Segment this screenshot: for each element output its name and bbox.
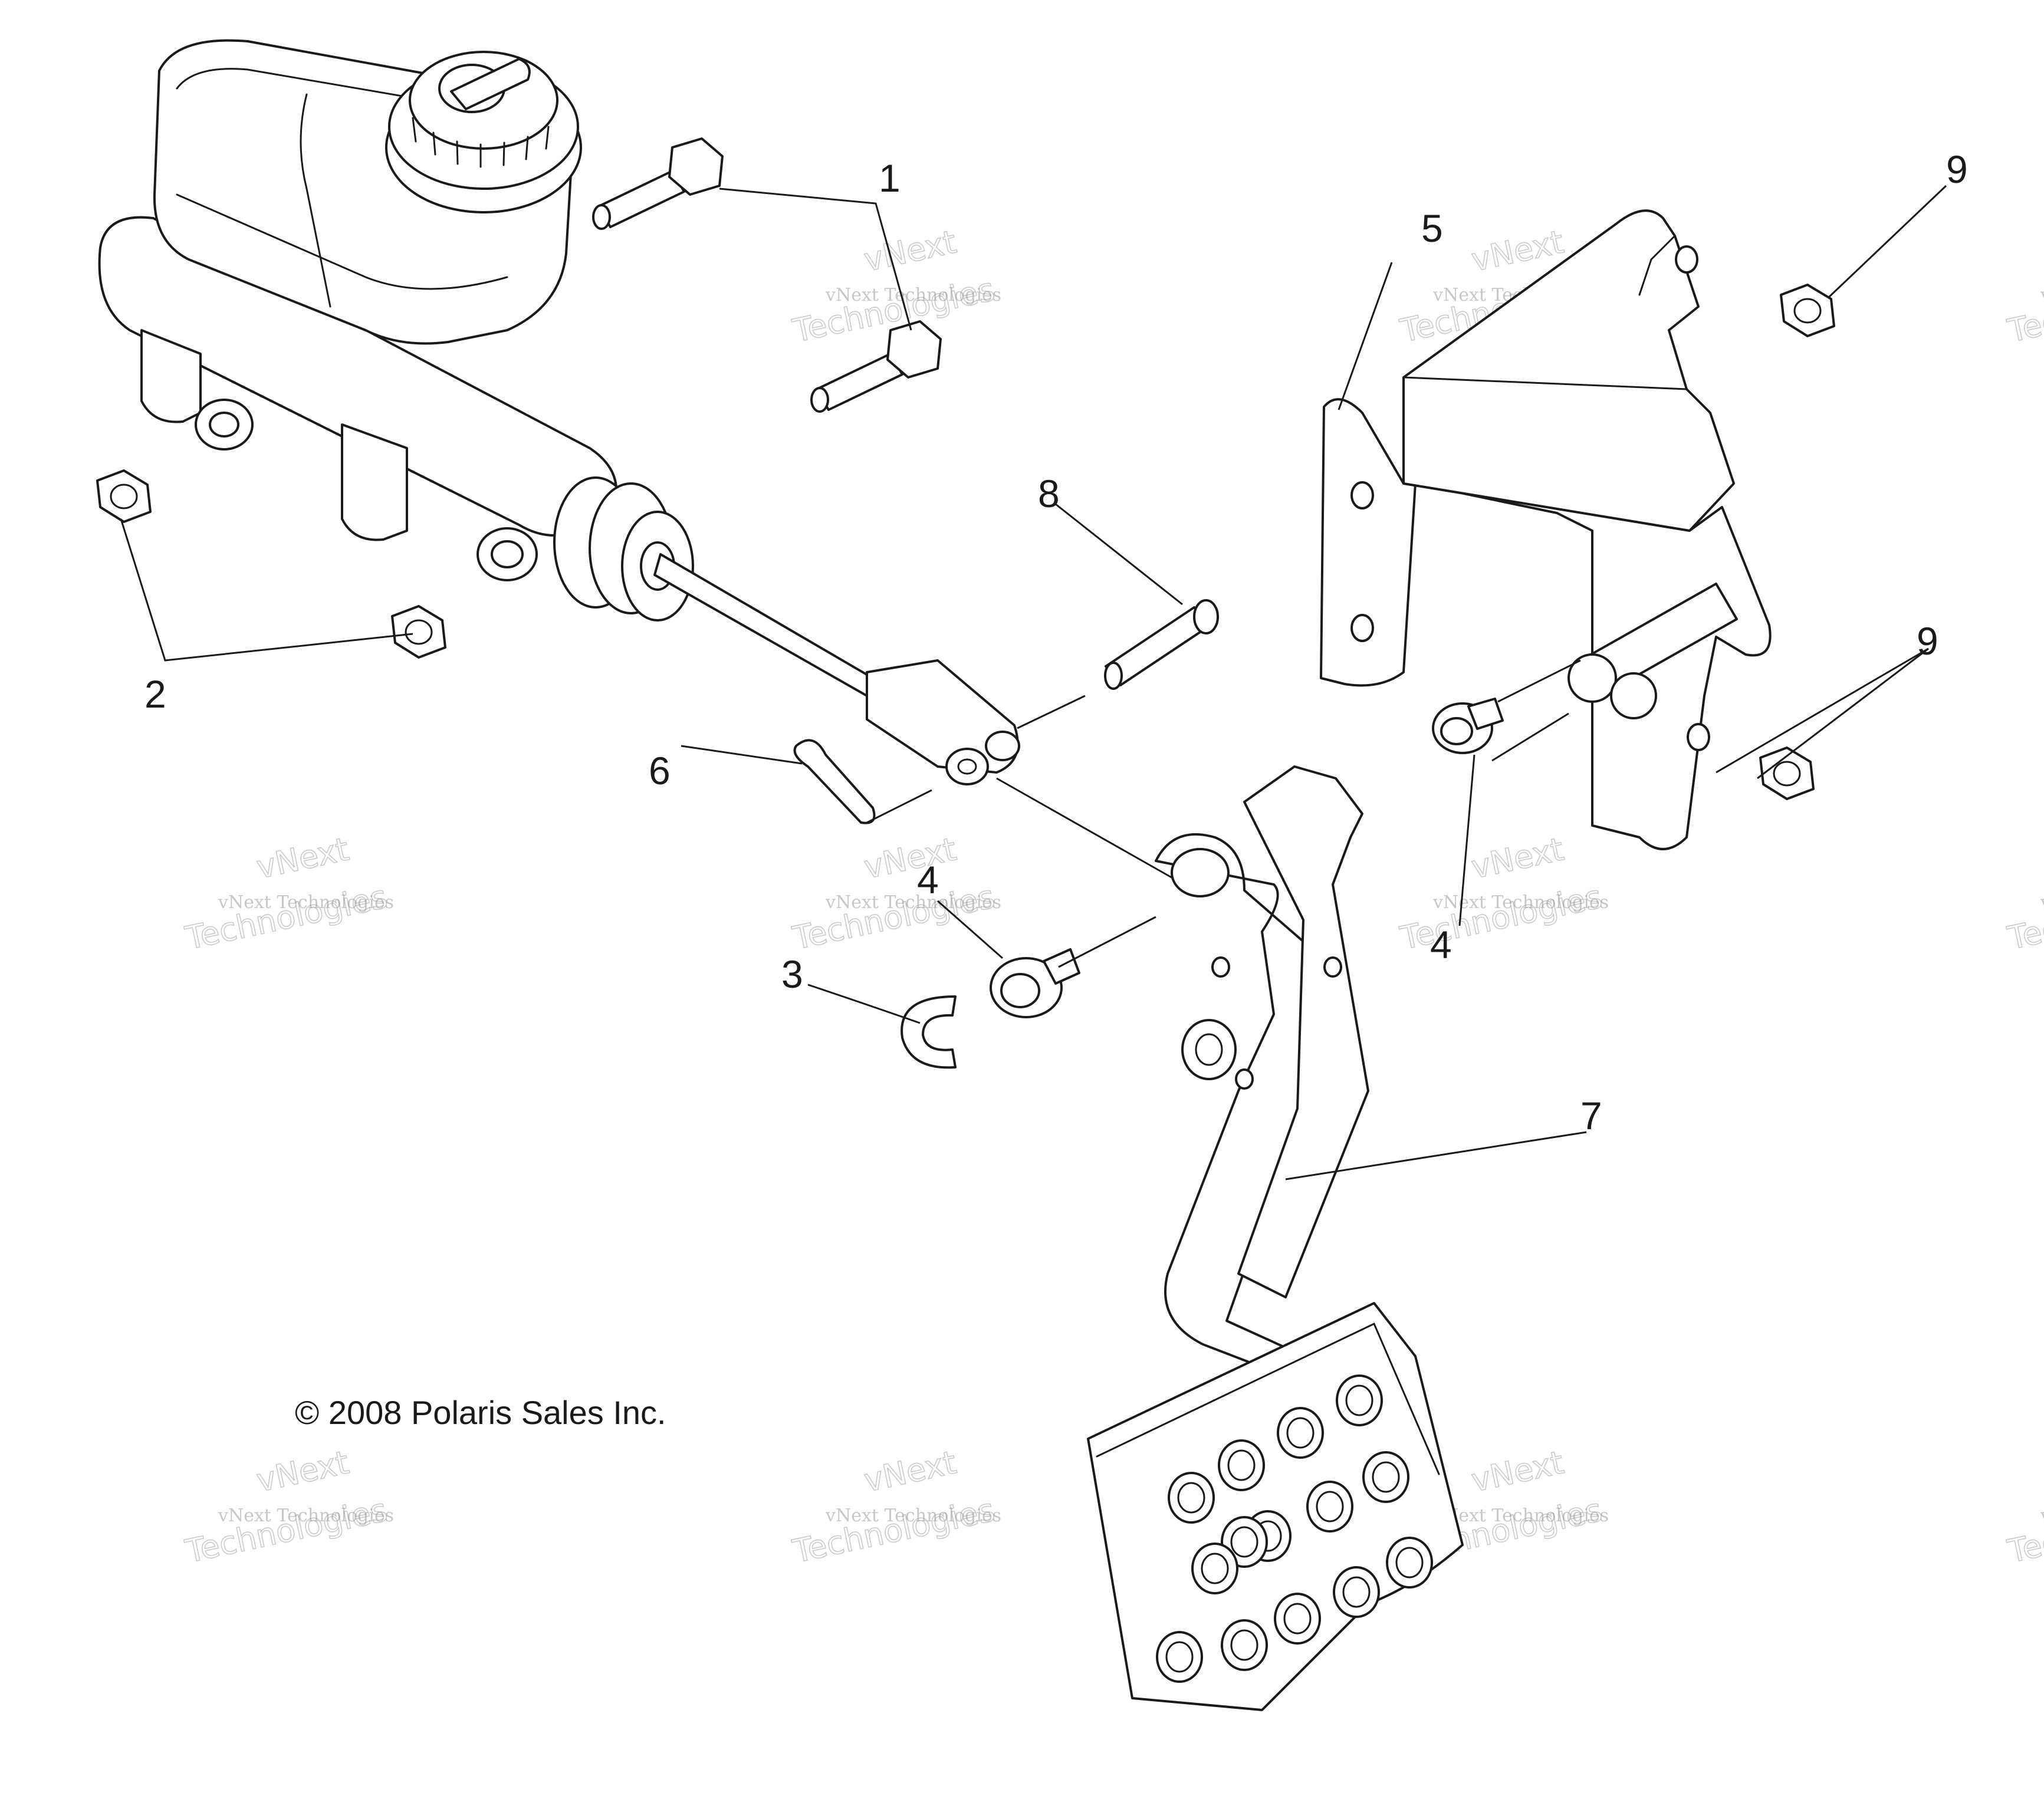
callout-7: 7 (1580, 1094, 1602, 1137)
watermark-big-line-2: Technologies (2004, 1491, 2044, 1570)
watermark-small-line: vNext Technologies (2040, 1505, 2044, 1526)
watermark-small-line: vNext Technologies (1432, 892, 1609, 913)
callout-9-top: 9 (1946, 147, 1968, 191)
pedal-hole (1156, 1631, 1203, 1683)
callout-3: 3 (781, 952, 803, 996)
pedal-hole (1306, 1481, 1353, 1533)
copyright-notice: © 2008 Polaris Sales Inc. (295, 1394, 666, 1431)
pedal-hole (1274, 1593, 1321, 1645)
pin-part-8 (1104, 599, 1219, 690)
callout-8: 8 (1038, 472, 1060, 515)
master-cylinder (98, 39, 1020, 785)
pedal-hole-inner (1201, 1553, 1229, 1584)
watermark-big-line-2: Technologies (790, 878, 998, 957)
bushing-part-4 (990, 698, 1504, 1018)
pedal-hole-inner (1372, 1461, 1400, 1493)
watermark-big-line-1: vNext (861, 223, 959, 278)
leader-lines (120, 185, 1947, 1180)
pedal-hole-inner (1230, 1629, 1258, 1661)
callout-5: 5 (1421, 206, 1443, 250)
callout-6: 6 (649, 749, 671, 792)
pedal-hole (1362, 1451, 1409, 1503)
e-clip-part-3 (901, 995, 957, 1069)
pedal-hole-inner (1165, 1641, 1194, 1673)
callout-2: 2 (144, 672, 166, 716)
watermark-big-line-1: vNext (1468, 1443, 1567, 1499)
callout-9-bottom: 9 (1917, 619, 1938, 663)
watermark-big-line-1: vNext (861, 1443, 959, 1499)
watermark-big-line-1: vNext (254, 830, 352, 886)
nut-part-9 (1759, 284, 1835, 800)
watermark-small-line: vNext Technologies (825, 285, 1001, 305)
watermark-big-line-1: vNext (254, 1443, 352, 1499)
watermark-big-line-2: Technologies (2004, 271, 2044, 350)
watermark-small-line: vNext Technologies (2040, 892, 2044, 913)
watermark-small-line: vNext Technologies (825, 1505, 1001, 1526)
pedal-hole (1168, 1472, 1215, 1524)
pedal-hole-inner (1345, 1385, 1373, 1416)
cotter-pin-part-6 (793, 739, 876, 824)
callout-labels: 1 2 3 4 4 4 5 6 7 8 9 9 (144, 147, 1968, 1137)
pedal-hole-inner (1177, 1482, 1205, 1514)
watermark-small-line: vNext Technologies (2040, 285, 2044, 305)
watermark-small-line: vNext Technologies (218, 1505, 394, 1526)
pedal-hole (1336, 1374, 1383, 1426)
pedal-hole-inner (1286, 1417, 1315, 1449)
watermark-big-line-2: Technologies (182, 1491, 390, 1570)
callout-4-right: 4 (1430, 923, 1452, 966)
watermark-small-line: vNext Technologies (825, 892, 1001, 913)
pedal-hole-inner (1230, 1526, 1258, 1558)
watermark-big-line-2: Technologies (182, 878, 390, 957)
callout-4-left: 4 (917, 858, 939, 902)
pedal-hole (1221, 1619, 1268, 1671)
watermark-big-line-2: Technologies (2004, 878, 2044, 957)
pedal-hole (1277, 1407, 1324, 1459)
watermark-big-line-2: Technologies (790, 1491, 998, 1570)
watermark-big-line-1: vNext (1468, 830, 1567, 886)
pedal-hole (1218, 1439, 1265, 1491)
pedal-hole-inner (1316, 1491, 1344, 1522)
bracket-part-5 (1320, 209, 1772, 850)
callout-1: 1 (879, 156, 901, 200)
nut-part-2 (96, 469, 446, 659)
pedal-hole-inner (1342, 1576, 1371, 1608)
watermark-small-line: vNext Technologies (218, 892, 394, 913)
pedal-hole (1333, 1566, 1380, 1618)
bolt-part-1 (592, 137, 942, 413)
pedal-hole-inner (1395, 1547, 1424, 1578)
pedal-pad-holes (1156, 1374, 1433, 1683)
pedal-hole (1191, 1543, 1238, 1594)
watermark-small-line: vNext Technologies (1432, 1505, 1609, 1526)
pedal-hole-inner (1227, 1449, 1256, 1481)
pedal-hole-inner (1283, 1603, 1312, 1635)
pedal-hole (1386, 1537, 1433, 1589)
watermark-big-line-1: vNext (861, 830, 959, 886)
